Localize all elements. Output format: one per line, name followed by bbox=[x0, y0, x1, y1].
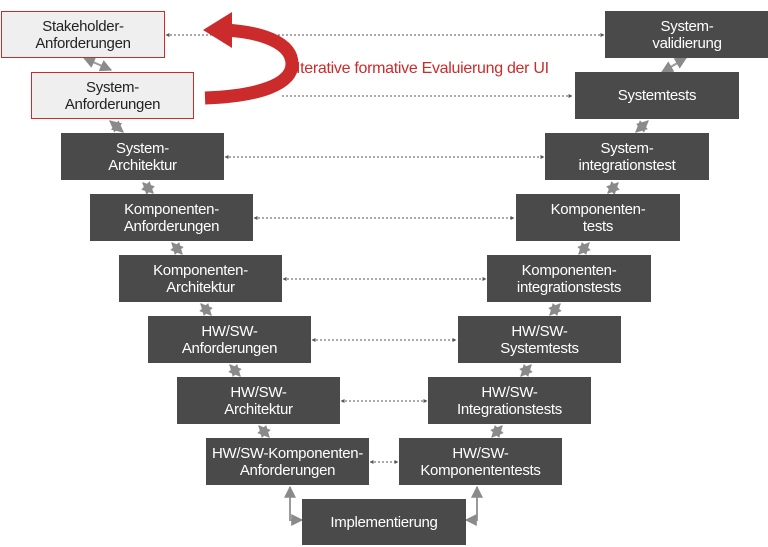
box-line-1: Stakeholder- bbox=[42, 17, 124, 35]
box-line-1: Komponenten- bbox=[124, 200, 219, 218]
box-line-1: HW/SW- bbox=[201, 322, 258, 340]
box-hwsw-anforderungen: HW/SW- Anforderungen bbox=[148, 316, 311, 363]
box-implementierung: Implementierung bbox=[302, 499, 466, 545]
box-line-2: validierung bbox=[652, 34, 722, 52]
box-line-1: System- bbox=[116, 139, 169, 157]
iteration-label: Iterative formative Evaluierung der UI bbox=[296, 60, 549, 77]
box-hwsw-architektur: HW/SW- Architektur bbox=[177, 377, 340, 424]
box-line-2: tests bbox=[582, 217, 614, 235]
curved-loop-arrow-icon bbox=[203, 12, 299, 105]
box-line-1: Implementierung bbox=[330, 513, 438, 531]
box-line-1: System- bbox=[86, 78, 139, 96]
box-system-validierung: System- validierung bbox=[605, 11, 768, 58]
box-hwsw-komponenten-anforderungen: HW/SW-Komponenten- Anforderungen bbox=[206, 438, 369, 485]
box-line-1: HW/SW- bbox=[452, 444, 509, 462]
box-line-2: Integrationstests bbox=[457, 400, 562, 418]
box-line-1: HW/SW-Komponenten- bbox=[211, 444, 364, 462]
box-line-1: HW/SW- bbox=[511, 322, 568, 340]
box-line-1: Komponenten- bbox=[521, 261, 617, 279]
box-line-1: System- bbox=[660, 17, 714, 35]
box-line-1: System- bbox=[600, 139, 654, 157]
box-hwsw-systemtests: HW/SW- Systemtests bbox=[458, 316, 621, 363]
box-stakeholder-anforderungen: Stakeholder- Anforderungen bbox=[1, 11, 165, 58]
box-line-1: Systemtests bbox=[617, 87, 697, 104]
box-line-2: Komponententests bbox=[420, 461, 541, 479]
box-komponenten-integrationstests: Komponenten- integrationstests bbox=[487, 255, 651, 302]
box-line-2: Architektur bbox=[108, 156, 177, 174]
box-line-2: Architektur bbox=[224, 400, 293, 418]
box-line-2: Anforderungen bbox=[64, 95, 161, 113]
box-komponenten-anforderungen: Komponenten- Anforderungen bbox=[90, 194, 253, 241]
box-line-2: integrationstest bbox=[578, 156, 676, 174]
box-line-2: Anforderungen bbox=[123, 217, 220, 235]
box-line-1: HW/SW- bbox=[230, 383, 287, 401]
box-line-2: integrationstests bbox=[516, 278, 622, 296]
box-system-anforderungen: System- Anforderungen bbox=[31, 72, 194, 119]
box-line-2: Anforderungen bbox=[35, 34, 131, 52]
box-komponenten-architektur: Komponenten- Architektur bbox=[119, 255, 282, 302]
box-line-2: Architektur bbox=[166, 278, 235, 296]
box-system-architektur: System- Architektur bbox=[61, 133, 224, 180]
box-hwsw-integrationstests: HW/SW- Integrationstests bbox=[428, 377, 591, 424]
box-komponenten-tests: Komponenten- tests bbox=[516, 194, 680, 241]
box-line-2: Systemtests bbox=[500, 339, 579, 357]
box-system-integrationstest: System- integrationstest bbox=[545, 133, 709, 180]
box-line-1: Komponenten- bbox=[153, 261, 248, 279]
box-systemtests: Systemtests bbox=[575, 72, 739, 119]
box-line-1: HW/SW- bbox=[481, 383, 538, 401]
box-line-2: Anforderungen bbox=[181, 339, 278, 357]
box-line-1: Komponenten- bbox=[550, 200, 646, 218]
box-hwsw-komponententests: HW/SW- Komponententests bbox=[399, 438, 562, 485]
box-line-2: Anforderungen bbox=[239, 461, 336, 479]
